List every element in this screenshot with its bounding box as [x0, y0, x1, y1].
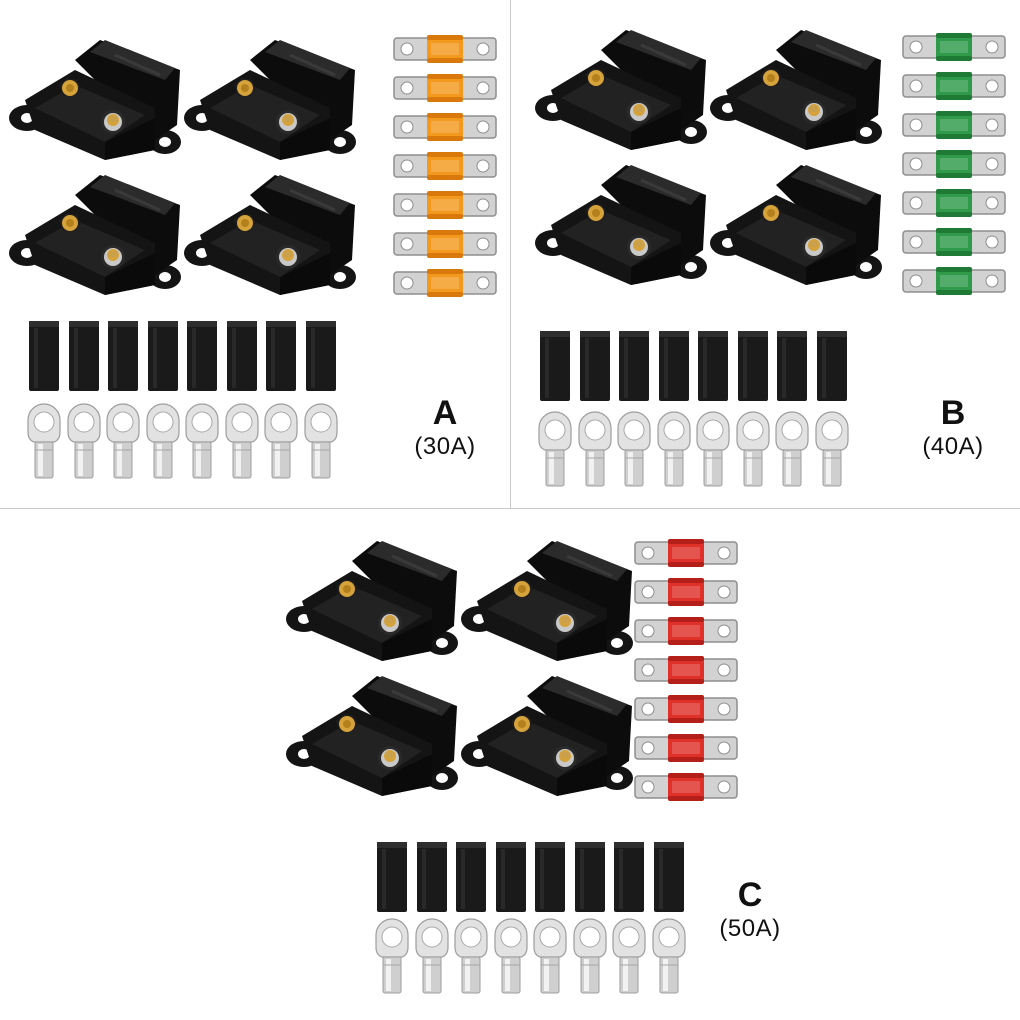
fuse-image	[393, 74, 497, 102]
heat-shrink-tube-image	[697, 330, 729, 402]
fuse-image	[634, 617, 738, 645]
ring-terminal-image	[814, 410, 850, 488]
heat-shrink-tube-image	[186, 320, 218, 392]
heat-shrink-tube-image	[574, 841, 606, 913]
fuse-image	[902, 111, 1006, 139]
heat-shrink-tube-image	[68, 320, 100, 392]
variant-rating: (40A)	[922, 433, 984, 460]
variant-letter: C	[737, 876, 763, 914]
ring-terminal-image	[774, 410, 810, 488]
kit-panel-c	[0, 509, 1020, 1020]
fuse-holder-image	[5, 30, 185, 165]
ring-terminal-image	[224, 402, 260, 480]
ring-terminal-image	[414, 917, 450, 995]
fuse-image	[634, 578, 738, 606]
fuse-image	[393, 152, 497, 180]
heat-shrink-tube-image	[579, 330, 611, 402]
ring-terminal-image	[572, 917, 608, 995]
fuse-holder-image	[5, 165, 185, 300]
ring-terminal-image	[537, 410, 573, 488]
variant-rating: (30A)	[414, 433, 476, 460]
fuse-image	[902, 267, 1006, 295]
fuse-image	[634, 695, 738, 723]
heat-shrink-tube-image	[776, 330, 808, 402]
heat-shrink-tube-image	[265, 320, 297, 392]
fuse-holder-image	[457, 666, 637, 801]
ring-terminal-image	[651, 917, 687, 995]
ring-terminal-image	[695, 410, 731, 488]
ring-terminal-image	[263, 402, 299, 480]
kit-panel-a	[0, 0, 510, 508]
ring-terminal-image	[105, 402, 141, 480]
ring-terminal-image	[532, 917, 568, 995]
kit-panel-b	[511, 0, 1020, 508]
ring-terminal-image	[735, 410, 771, 488]
variant-label-c: C (50A)	[700, 875, 800, 943]
ring-terminal-image	[374, 917, 410, 995]
fuse-image	[902, 189, 1006, 217]
ring-terminal-image	[303, 402, 339, 480]
heat-shrink-tube-image	[416, 841, 448, 913]
heat-shrink-tube-image	[658, 330, 690, 402]
fuse-image	[634, 734, 738, 762]
fuse-holder-image	[180, 30, 360, 165]
ring-terminal-image	[145, 402, 181, 480]
fuse-image	[634, 773, 738, 801]
fuse-image	[902, 150, 1006, 178]
variant-letter: B	[940, 394, 966, 432]
fuse-holder-image	[180, 165, 360, 300]
heat-shrink-tube-image	[147, 320, 179, 392]
heat-shrink-tube-image	[495, 841, 527, 913]
heat-shrink-tube-image	[539, 330, 571, 402]
vertical-divider	[510, 0, 511, 508]
heat-shrink-tube-image	[618, 330, 650, 402]
ring-terminal-image	[453, 917, 489, 995]
heat-shrink-tube-image	[816, 330, 848, 402]
heat-shrink-tube-image	[376, 841, 408, 913]
ring-terminal-image	[616, 410, 652, 488]
heat-shrink-tube-image	[455, 841, 487, 913]
fuse-image	[393, 269, 497, 297]
variant-letter: A	[432, 394, 458, 432]
fuse-holder-image	[531, 155, 711, 290]
fuse-holder-image	[531, 20, 711, 155]
ring-terminal-image	[611, 917, 647, 995]
ring-terminal-image	[66, 402, 102, 480]
variant-label-b: B (40A)	[903, 393, 1003, 461]
heat-shrink-tube-image	[107, 320, 139, 392]
fuse-image	[393, 191, 497, 219]
ring-terminal-image	[493, 917, 529, 995]
fuse-image	[902, 228, 1006, 256]
ring-terminal-image	[26, 402, 62, 480]
heat-shrink-tube-image	[653, 841, 685, 913]
fuse-image	[393, 35, 497, 63]
fuse-image	[902, 72, 1006, 100]
ring-terminal-image	[184, 402, 220, 480]
fuse-holder-image	[457, 531, 637, 666]
fuse-image	[634, 656, 738, 684]
fuse-holder-image	[706, 20, 886, 155]
heat-shrink-tube-image	[28, 320, 60, 392]
variant-label-a: A (30A)	[395, 393, 495, 461]
variant-rating: (50A)	[719, 915, 781, 942]
ring-terminal-image	[577, 410, 613, 488]
fuse-holder-image	[282, 666, 462, 801]
fuse-holder-image	[706, 155, 886, 290]
heat-shrink-tube-image	[737, 330, 769, 402]
ring-terminal-image	[656, 410, 692, 488]
fuse-image	[393, 230, 497, 258]
fuse-holder-image	[282, 531, 462, 666]
heat-shrink-tube-image	[305, 320, 337, 392]
heat-shrink-tube-image	[613, 841, 645, 913]
fuse-image	[393, 113, 497, 141]
heat-shrink-tube-image	[534, 841, 566, 913]
fuse-image	[634, 539, 738, 567]
heat-shrink-tube-image	[226, 320, 258, 392]
horizontal-divider	[0, 508, 1020, 509]
fuse-image	[902, 33, 1006, 61]
